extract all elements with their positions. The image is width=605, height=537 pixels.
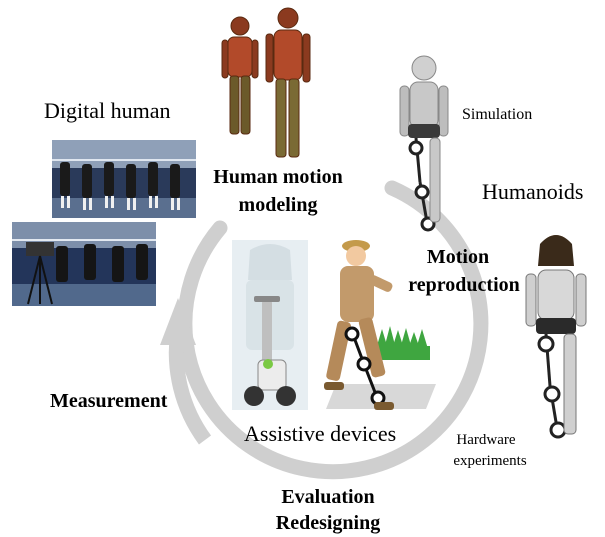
exoskeleton-leg-worker bbox=[344, 326, 386, 406]
digital-human-figures bbox=[221, 7, 311, 158]
walking-worker-illustration bbox=[324, 240, 436, 410]
label-humanoids: Humanoids bbox=[482, 179, 584, 204]
label-simulation: Simulation bbox=[462, 106, 533, 123]
simulation-humanoid bbox=[399, 55, 449, 232]
label-assistive-devices: Assistive devices bbox=[244, 421, 397, 446]
label-digital-human: Digital human bbox=[44, 98, 171, 123]
exoskeleton-leg-sim bbox=[408, 137, 436, 232]
label-evaluation: Evaluation bbox=[281, 486, 375, 508]
hardware-humanoid bbox=[525, 235, 587, 439]
label-human-motion-modeling-1: Human motion bbox=[213, 166, 343, 188]
label-motion-reproduction-1: Motion bbox=[426, 246, 490, 268]
label-motion-reproduction-2: reproduction bbox=[408, 274, 520, 296]
grass bbox=[376, 326, 430, 360]
mocap-photo-top bbox=[52, 140, 196, 218]
label-hardware-experiments-2: experiments bbox=[453, 453, 527, 469]
mocap-photo-bottom bbox=[12, 222, 156, 306]
figure-tall bbox=[265, 7, 311, 158]
camera-tripod bbox=[26, 242, 54, 305]
figure-small bbox=[221, 16, 259, 135]
exoskeleton-leg-hw bbox=[537, 333, 567, 439]
label-measurement: Measurement bbox=[50, 390, 168, 412]
label-hardware-experiments-1: Hardware bbox=[456, 432, 516, 448]
assistive-walker-device bbox=[232, 240, 308, 410]
label-human-motion-modeling-2: modeling bbox=[238, 194, 318, 216]
label-redesigning: Redesigning bbox=[275, 512, 381, 534]
cycle-arrowhead bbox=[160, 298, 196, 345]
